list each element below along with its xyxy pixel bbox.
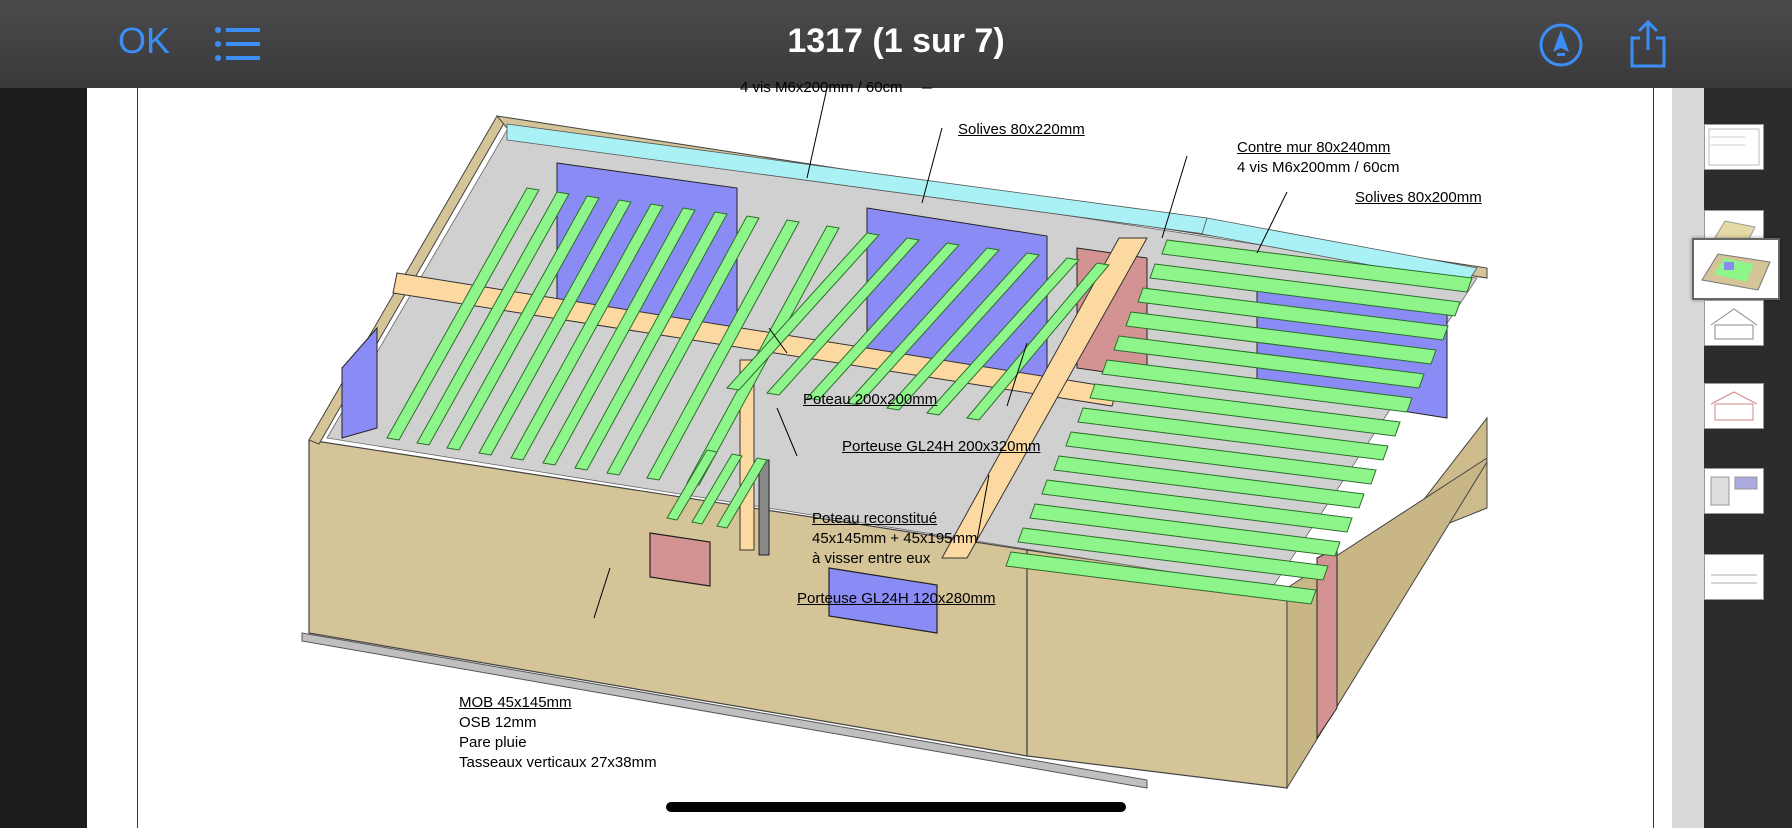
annotation-porteuse-320: Porteuse GL24H 200x320mm xyxy=(842,438,1041,455)
left-window xyxy=(341,326,378,439)
ok-button[interactable]: OK xyxy=(118,20,171,61)
list-icon[interactable] xyxy=(214,26,260,67)
page-border-right xyxy=(1653,88,1654,828)
thumbnail-strip[interactable] xyxy=(1672,88,1792,828)
annotation-top-partial: 4 vis M6x200mm / 60cm xyxy=(740,79,903,96)
annotation-porteuse-280: Porteuse GL24H 120x280mm xyxy=(797,590,996,607)
front-window xyxy=(828,567,938,634)
page-border-left xyxy=(137,88,138,828)
cross-beam xyxy=(941,237,1148,559)
main-beam xyxy=(392,272,1118,407)
leader-lines xyxy=(593,87,1288,619)
markup-pen-icon[interactable] xyxy=(1538,22,1584,73)
share-icon[interactable] xyxy=(1628,19,1668,73)
thumbnail-page-4[interactable] xyxy=(1704,300,1764,346)
annotation-contre-mur-line2: 4 vis M6x200mm / 60cm xyxy=(1237,159,1400,176)
framing-drawing xyxy=(301,87,1488,790)
annotation-poteau: Poteau 200x200mm xyxy=(803,391,938,408)
thumbnail-page-current[interactable] xyxy=(1692,238,1780,300)
front-small-window xyxy=(649,532,711,587)
annotation-mob-line2: OSB 12mm xyxy=(459,714,537,731)
annotation-mob-line3: Pare pluie xyxy=(459,734,527,751)
annotation-mob-line4: Tasseaux verticaux 27x38mm xyxy=(459,754,657,771)
post xyxy=(739,359,755,551)
joists-left xyxy=(386,187,1110,486)
annotation-poteau-recon-line3: à visser entre eux xyxy=(812,550,931,567)
floor-plate xyxy=(301,632,1148,789)
document-page[interactable]: 4 vis M6x200mm / 60cm Solives 80x220mm C… xyxy=(87,79,1672,828)
joists-right xyxy=(1005,239,1473,605)
toolbar: OK 1317 (1 sur 7) xyxy=(0,0,1792,89)
annotation-solives-200: Solives 80x200mm xyxy=(1355,189,1482,206)
annotation-poteau-recon-line2: 45x145mm + 45x195mm xyxy=(812,530,978,547)
thumbnail-page-1[interactable] xyxy=(1704,124,1764,170)
thumbnail-strip-track xyxy=(1672,88,1704,828)
home-indicator[interactable] xyxy=(666,802,1126,812)
joists-stair xyxy=(666,449,768,529)
left-gutter xyxy=(0,88,87,828)
thumbnail-page-7[interactable] xyxy=(1704,554,1764,600)
annotation-poteau-recon-line1: Poteau reconstitué xyxy=(812,510,938,527)
annotation-solives-220: Solives 80x220mm xyxy=(958,121,1085,138)
reconstituted-post xyxy=(758,459,770,556)
thumbnail-page-5[interactable] xyxy=(1704,383,1764,429)
thumbnail-page-6[interactable] xyxy=(1704,468,1764,514)
annotation-mob-line1: MOB 45x145mm xyxy=(459,694,572,711)
annotation-contre-mur-line1: Contre mur 80x240mm xyxy=(1237,139,1391,156)
document-title: 1317 (1 sur 7) xyxy=(787,22,1005,60)
